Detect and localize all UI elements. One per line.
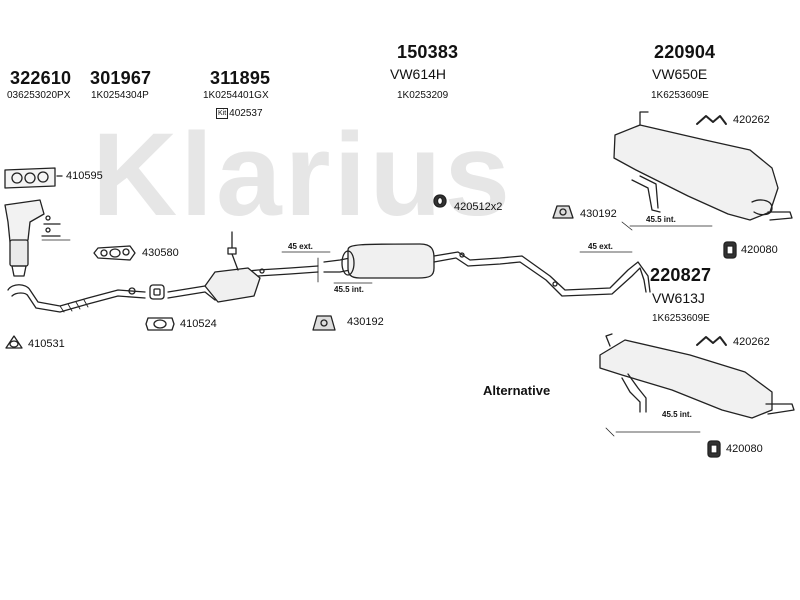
oe-number-301967: 1K0254304P (91, 90, 149, 101)
rubber-mount-420080-lower-icon (707, 440, 721, 458)
part-number-311895: 311895 (210, 68, 271, 88)
gasket-430580-icon (93, 245, 136, 261)
oe-number-150383: 1K0253209 (397, 90, 449, 101)
alternative-label: Alternative (483, 383, 551, 398)
intermediate-pipe-catalyst-icon (167, 231, 319, 303)
part-420080-a: 420080 (741, 244, 778, 256)
clip-420262-upper-icon (696, 115, 727, 125)
dimension-int-1: 45.5 int. (334, 285, 364, 294)
part-430192-b: 430192 (347, 316, 384, 328)
kit-part-number: 402537 (229, 108, 263, 119)
sealing-ring-410531-icon (5, 335, 23, 349)
oe-number-322610: 036253020PX (7, 90, 71, 101)
code-vw613j: VW613J (652, 290, 705, 306)
oe-number-220827: 1K6253609E (652, 313, 710, 324)
rubber-hanger-420512-icon (433, 194, 447, 208)
dimension-int-2: 45.5 int. (646, 215, 676, 224)
rubber-mount-420080-upper-icon (723, 241, 737, 259)
rear-silencer-220827-icon (599, 333, 795, 419)
rubber-hanger-430192-lower-icon (312, 315, 336, 331)
manifold-catalyst-icon (4, 199, 61, 277)
part-number-150383: 150383 (397, 42, 459, 62)
part-430192-a: 430192 (580, 208, 617, 220)
code-vw614h: VW614H (390, 66, 447, 82)
oe-number-311895: 1K0254401GX (203, 90, 269, 101)
part-420512: 420512x2 (454, 201, 503, 213)
rubber-hanger-430192-icon (552, 205, 574, 219)
kit-icon: Kit (216, 108, 229, 119)
dimension-ext-1: 45 ext. (288, 242, 313, 251)
dimension-ext-2: 45 ext. (588, 242, 613, 251)
oe-number-220904: 1K6253609E (651, 90, 709, 101)
part-420262-a: 420262 (733, 114, 770, 126)
clamp-icon (149, 284, 165, 300)
exhaust-manifold-gasket-icon (4, 167, 63, 189)
part-410531: 410531 (28, 338, 65, 350)
centre-silencer-icon (323, 243, 651, 297)
part-410595: 410595 (66, 170, 103, 182)
part-420080-b: 420080 (726, 443, 763, 455)
part-420262-b: 420262 (733, 336, 770, 348)
dimension-int-3: 45.5 int. (662, 410, 692, 419)
part-number-322610: 322610 (10, 68, 72, 88)
clip-420262-lower-icon (696, 336, 727, 346)
part-410524: 410524 (180, 318, 217, 330)
gasket-410524-icon (145, 317, 175, 331)
part-number-220904: 220904 (654, 42, 716, 62)
svg-text:Klarius: Klarius (92, 109, 513, 241)
front-pipe-icon (7, 284, 146, 313)
part-number-220827: 220827 (650, 265, 712, 285)
dimension-lines (41, 221, 713, 437)
code-vw650e: VW650E (652, 66, 708, 82)
kit-label: Kit 402537 (216, 108, 263, 119)
part-number-301967: 301967 (90, 68, 152, 88)
part-430580: 430580 (142, 247, 179, 259)
rear-silencer-220904-icon (613, 111, 793, 221)
